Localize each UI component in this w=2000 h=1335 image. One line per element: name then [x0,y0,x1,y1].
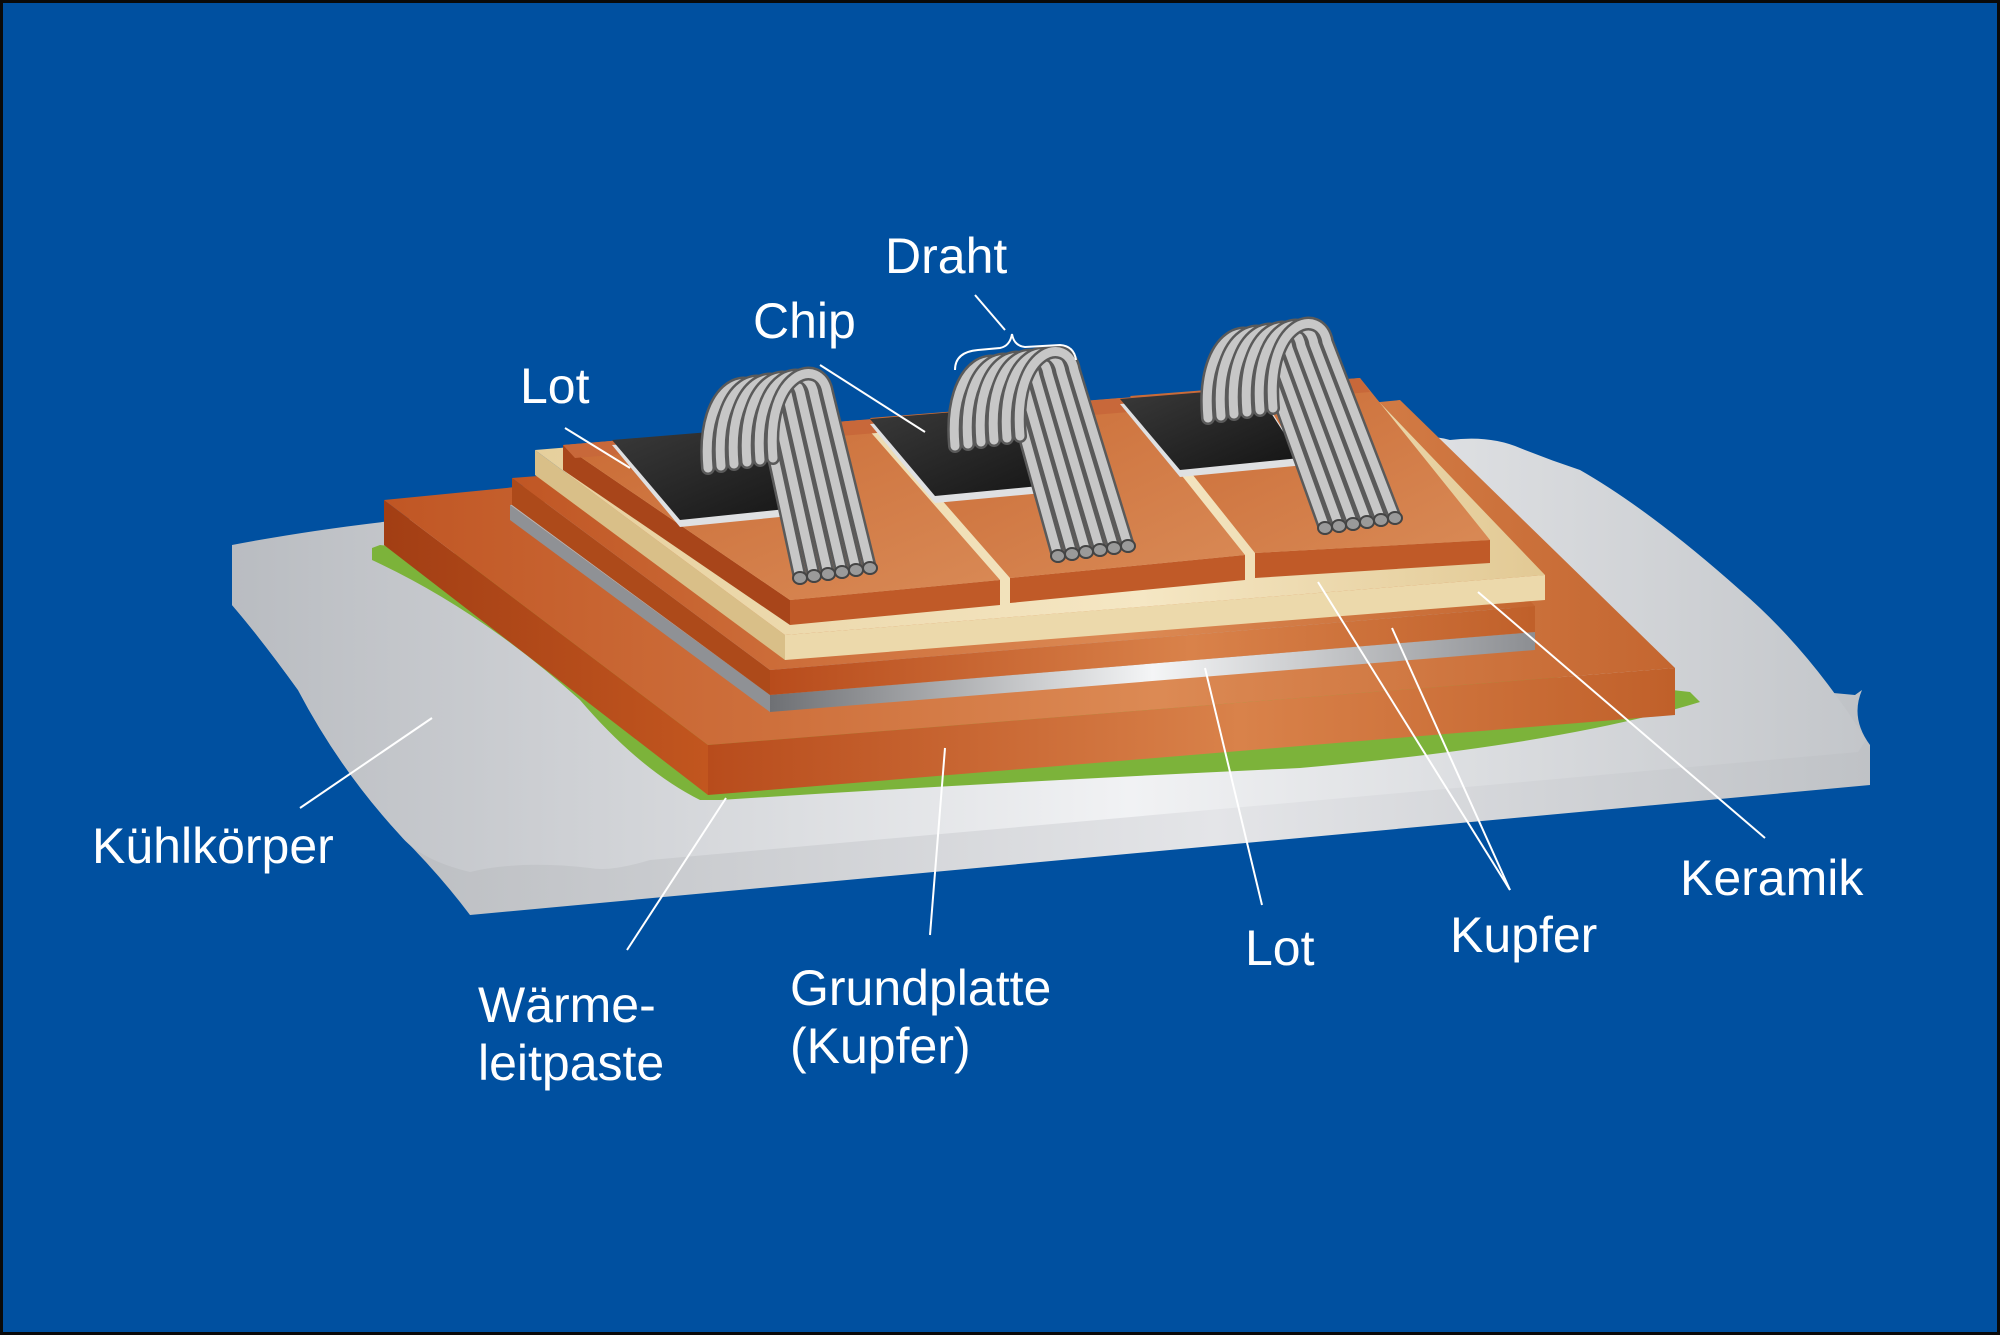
chip-1-bond-wire-end [848,563,864,577]
label-grundplatte-line2: (Kupfer) [790,1018,971,1074]
kupfer-leader-line-1 [1317,581,1511,891]
chip-3-bond-wire-end [1345,517,1361,531]
chip-3-bond-wire [1267,319,1400,523]
chip-1-bond-wire-end [862,561,878,575]
chip-1-bond-wire-end [820,567,836,581]
bond-wires [700,316,1403,585]
upper-copper-pad-1-front [790,580,1000,625]
lot-top-leader-line [564,427,631,469]
label-grundplatte-line1: Grundplatte [790,960,1051,1016]
chip-1-bond-wire-end [792,571,808,585]
lower-copper-left [512,478,770,695]
label-keramik: Keramik [1680,850,1864,906]
chip-2-bond-wire-end [1050,549,1066,563]
label-waermeleitpaste-line1: Wärme- [478,977,656,1033]
chip-2-bond-wire-end [1120,539,1136,553]
label-draht: Draht [885,228,1007,284]
chip-2-bond-wire-end [1078,545,1094,559]
chip-1-bond-wire [767,369,875,573]
chip-2-bond-wire-end [1106,541,1122,555]
chip-3-bond-wire-end [1317,521,1333,535]
chip-1-bond-wire-end [806,569,822,583]
chip-leader-line [819,364,926,433]
upper-copper-pad-2-front [1010,555,1245,603]
draht-leader-line [974,294,1006,331]
labels: Draht Chip Lot Kühlkörper Wärme- leitpas… [92,228,1864,1091]
power-module-illustration [232,294,1870,951]
chip-2-bond-wire-end [1092,543,1108,557]
keramik-leader-line [1477,591,1766,839]
chip-3-bond-wire-end [1373,513,1389,527]
chip-3-bond-wire-end [1331,519,1347,533]
solder-layer-front [770,632,1535,712]
label-waermeleitpaste-line2: leitpaste [478,1035,664,1091]
draht-bracket [954,333,1077,371]
label-kupfer: Kupfer [1450,907,1597,963]
label-kuehlkoerper: Kühlkörper [92,818,334,874]
chip-3-bond-wire-end [1387,511,1403,525]
kuehlkoerper-leader-line [299,717,433,809]
chip-3-bond-wire-end [1359,515,1375,529]
chip-1-bond-wire-end [834,565,850,579]
label-chip: Chip [753,293,856,349]
label-lot-bottom: Lot [1245,920,1315,976]
lot-bottom-leader-line [1204,667,1263,906]
grundplatte-leader-line [929,747,946,936]
ceramic-front [785,575,1545,660]
upper-copper-left-face [563,445,790,625]
ceramic-left [535,450,785,660]
base-plate-front [708,668,1675,795]
label-lot-top: Lot [520,358,590,414]
kupfer-leader-line-2 [1391,627,1511,891]
base-plate-left-side [384,500,708,795]
leader-lines [299,294,1766,951]
solder-layer-left [510,505,770,712]
upper-copper-pad-3-front [1255,540,1490,578]
lower-copper-front [770,606,1535,695]
chip-2-bond-wire-end [1064,547,1080,561]
waermeleitpaste-leader-line [626,797,727,951]
chip-2-bond-wire [1014,347,1133,551]
